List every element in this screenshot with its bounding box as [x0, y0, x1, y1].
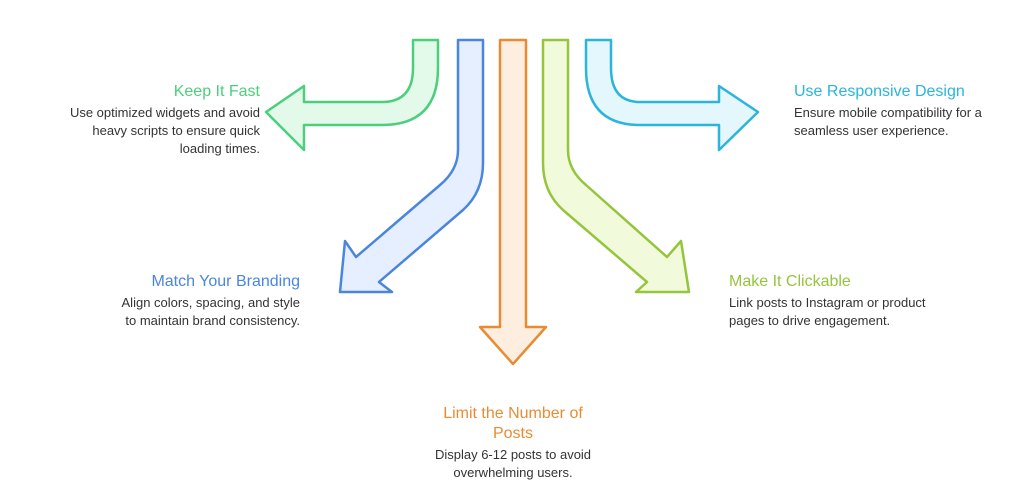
item-keep-it-fast: Keep It Fast Use optimized widgets and a… — [30, 82, 260, 158]
arrow-down-icon — [478, 38, 548, 366]
item-make-it-clickable: Make It Clickable Link posts to Instagra… — [729, 272, 929, 330]
item-title: Limit the Number of Posts — [443, 405, 583, 442]
arrow-right-icon — [584, 38, 760, 152]
item-title: Keep It Fast — [173, 83, 260, 100]
item-limit-posts: Limit the Number of Posts Display 6-12 p… — [408, 404, 618, 482]
arrow-down-right-icon — [541, 38, 691, 294]
item-title: Make It Clickable — [729, 273, 851, 290]
item-description: Ensure mobile compatibility for a seamle… — [794, 105, 982, 138]
item-description: Link posts to Instagram or product pages… — [729, 295, 926, 328]
item-description: Use optimized widgets and avoid heavy sc… — [69, 105, 260, 156]
item-match-your-branding: Match Your Branding Align colors, spacin… — [110, 272, 300, 330]
item-title: Match Your Branding — [151, 273, 300, 290]
item-title: Use Responsive Design — [794, 83, 965, 100]
arrow-down-left-icon — [338, 38, 485, 294]
item-use-responsive-design: Use Responsive Design Ensure mobile comp… — [794, 82, 1004, 140]
item-description: Display 6-12 posts to avoid overwhelming… — [434, 447, 592, 480]
arrow-left-icon — [264, 38, 440, 152]
item-description: Align colors, spacing, and style to main… — [121, 295, 300, 328]
